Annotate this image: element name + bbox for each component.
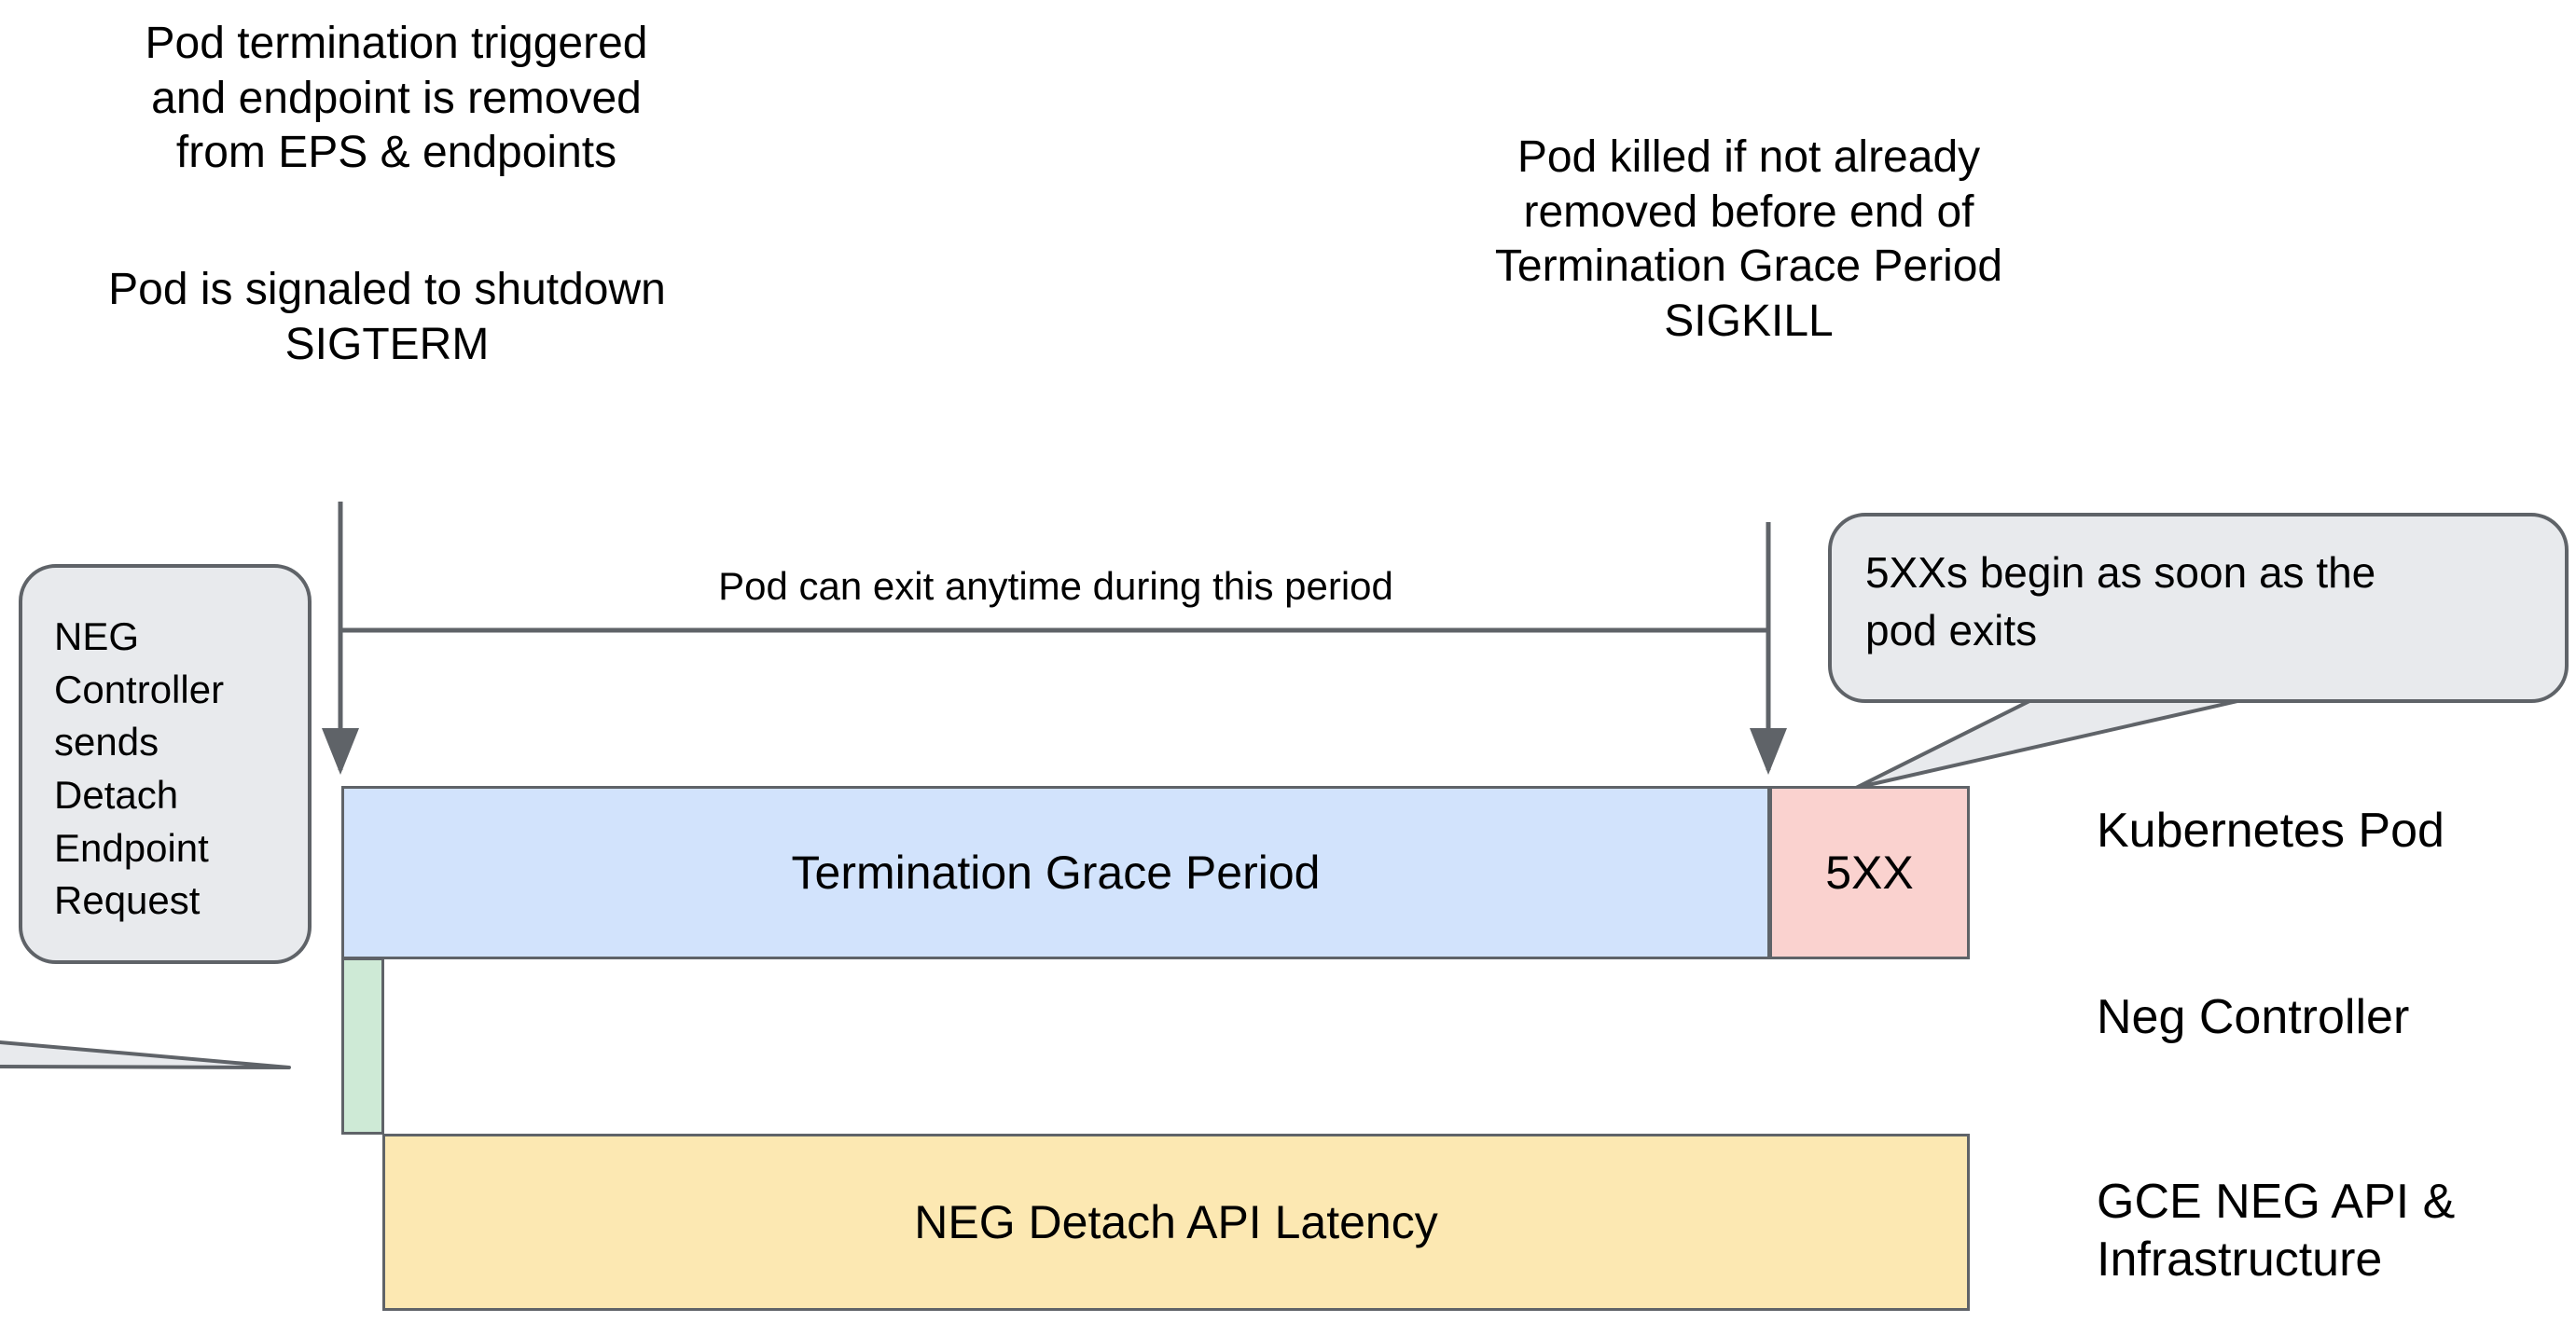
annotation-pod-signaled-sigterm: Pod is signaled to shutdown SIGTERM bbox=[108, 265, 666, 369]
bar-termination-grace-period[interactable]: Termination Grace Period bbox=[341, 786, 1770, 959]
neg-callout-tail bbox=[0, 1040, 291, 1069]
five-xx-callout-label: 5XXs begin as soon as the pod exits bbox=[1865, 548, 2376, 655]
bar-neg-detach-api-latency[interactable]: NEG Detach API Latency bbox=[382, 1134, 1970, 1311]
five-xx-callout-tail bbox=[1854, 693, 2268, 790]
annotation-pod-killed-sigkill: Pod killed if not already removed before… bbox=[1494, 132, 2003, 346]
neg-controller-callout bbox=[0, 564, 312, 1069]
lane-label-neg-controller: Neg Controller bbox=[2097, 990, 2410, 1044]
lane-label-kubernetes-pod: Kubernetes Pod bbox=[2097, 804, 2444, 858]
bar-neg-controller[interactable] bbox=[341, 957, 384, 1135]
bar-five-xx[interactable]: 5XX bbox=[1769, 786, 1970, 959]
neg-callout-body bbox=[19, 564, 312, 964]
pod-can-exit-note: Pod can exit anytime during this period bbox=[718, 564, 1393, 608]
bar-five-xx-label: 5XX bbox=[1825, 847, 1914, 899]
bar-termination-grace-period-label: Termination Grace Period bbox=[791, 847, 1321, 899]
lane-label-gce-neg-api: GCE NEG API & Infrastructure bbox=[2097, 1175, 2456, 1288]
five-xx-callout-body bbox=[1828, 513, 2569, 703]
annotation-pod-termination-triggered: Pod termination triggered and endpoint i… bbox=[145, 19, 648, 178]
bar-neg-detach-api-latency-label: NEG Detach API Latency bbox=[914, 1196, 1438, 1248]
five-xx-callout bbox=[1828, 513, 2569, 790]
neg-controller-callout-label: NEG Controller sends Detach Endpoint Req… bbox=[54, 614, 225, 923]
